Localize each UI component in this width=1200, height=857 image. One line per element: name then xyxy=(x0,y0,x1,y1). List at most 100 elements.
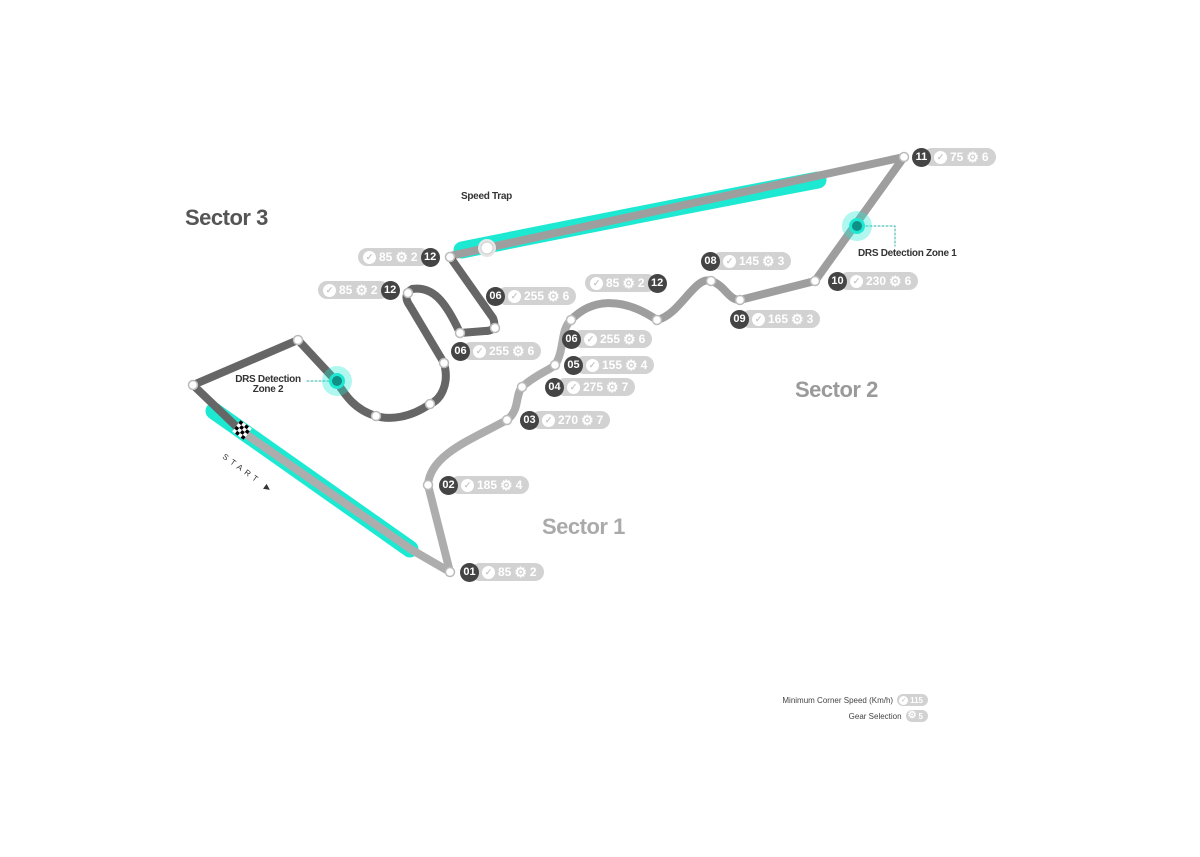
corner-node xyxy=(705,275,717,287)
legend-speed-example: 115 xyxy=(910,695,923,705)
corner-info-pill: ✓255⚙6 xyxy=(573,330,653,348)
corner-gear: 6 xyxy=(638,332,646,346)
corner-info-pill: ✓85⚙2 xyxy=(318,281,389,299)
corner-node xyxy=(489,322,501,334)
gear-icon: ⚙ xyxy=(625,357,638,373)
sector-3-label: Sector 3 xyxy=(185,205,268,230)
corner-node xyxy=(734,294,746,306)
gear-icon: ⚙ xyxy=(907,710,917,721)
corner-number: 11 xyxy=(912,147,931,167)
gear-icon: ⚙ xyxy=(395,249,408,265)
check-circle-icon: ✓ xyxy=(586,358,599,372)
gear-icon: ⚙ xyxy=(512,343,525,359)
corner-gear: 4 xyxy=(515,478,523,492)
corner-info-pill: ✓85⚙2 xyxy=(471,563,544,581)
legend-speed: Minimum Corner Speed (Km/h) ✓115 xyxy=(782,694,928,706)
corner-speed: 275 xyxy=(583,380,604,394)
corner-node xyxy=(565,314,577,326)
check-circle-icon: ✓ xyxy=(461,478,474,492)
corner-label: 02✓185⚙4 xyxy=(439,475,530,495)
corner-label: 01✓85⚙2 xyxy=(460,562,544,582)
corner-gear: 6 xyxy=(981,150,989,164)
corner-number: 09 xyxy=(730,309,749,329)
corner-info-pill: ✓165⚙3 xyxy=(741,310,821,328)
corner-node xyxy=(402,287,414,299)
gear-icon: ⚙ xyxy=(762,253,775,269)
corner-gear: 6 xyxy=(527,344,535,358)
corner-label: 06✓255⚙6 xyxy=(486,286,577,306)
corner-label: 10✓230⚙6 xyxy=(828,271,919,291)
gear-icon: ⚙ xyxy=(500,477,513,493)
gear-icon: ⚙ xyxy=(623,331,636,347)
check-circle-icon: ✓ xyxy=(752,312,765,326)
gear-icon: ⚙ xyxy=(889,273,902,289)
corner-speed: 165 xyxy=(768,312,789,326)
speed-trap-marker xyxy=(478,239,496,257)
corner-speed: 155 xyxy=(602,358,623,372)
corner-gear: 7 xyxy=(621,380,629,394)
corner-info-pill: ✓255⚙6 xyxy=(462,342,542,360)
corner-speed: 255 xyxy=(524,289,545,303)
legend-gear: Gear Selection ⚙5 xyxy=(849,710,928,722)
corner-number: 04 xyxy=(545,377,564,397)
corner-number: 06 xyxy=(486,286,505,306)
corner-info-pill: ✓185⚙4 xyxy=(450,476,530,494)
gear-icon: ⚙ xyxy=(581,412,594,428)
corner-number: 06 xyxy=(562,329,581,349)
check-circle-icon: ✓ xyxy=(323,283,336,297)
corner-gear: 2 xyxy=(637,276,645,290)
corner-node xyxy=(516,381,528,393)
sector-2-track xyxy=(446,153,908,324)
corner-label: 04✓275⚙7 xyxy=(545,377,636,397)
corner-speed: 75 xyxy=(950,150,964,164)
gear-icon: ⚙ xyxy=(966,149,979,165)
corner-node xyxy=(454,327,466,339)
drs1-leader xyxy=(861,225,896,247)
corner-info-pill: ✓85⚙2 xyxy=(585,274,656,292)
corner-gear: 7 xyxy=(596,413,604,427)
corner-node xyxy=(438,357,450,369)
check-circle-icon: ✓ xyxy=(723,254,736,268)
corner-node xyxy=(809,275,821,287)
check-circle-icon: ✓ xyxy=(508,289,521,303)
corner-node xyxy=(444,566,456,578)
corner-info-pill: ✓255⚙6 xyxy=(497,287,577,305)
corner-speed: 145 xyxy=(739,254,760,268)
check-circle-icon: ✓ xyxy=(482,565,495,579)
corner-speed: 85 xyxy=(379,250,393,264)
corner-number: 05 xyxy=(564,355,583,375)
corner-number: 12 xyxy=(380,280,400,300)
corner-node xyxy=(501,414,513,426)
corner-gear: 3 xyxy=(806,312,814,326)
corner-gear: 3 xyxy=(777,254,785,268)
corner-node xyxy=(370,410,382,422)
corner-number: 10 xyxy=(828,271,847,291)
check-circle-icon: ✓ xyxy=(542,413,555,427)
corner-number: 12 xyxy=(420,247,440,267)
corner-node xyxy=(424,398,436,410)
sector-1-label: Sector 1 xyxy=(542,514,625,539)
corner-label: 05✓155⚙4 xyxy=(564,355,655,375)
corner-gear: 2 xyxy=(410,250,418,264)
corner-speed: 230 xyxy=(866,274,887,288)
sector-2-label: Sector 2 xyxy=(795,377,878,402)
corner-node xyxy=(651,314,663,326)
corner-info-pill: ✓155⚙4 xyxy=(575,356,655,374)
legend-gear-example: 5 xyxy=(918,711,923,721)
corner-gear: 6 xyxy=(562,289,570,303)
corner-label: 06✓255⚙6 xyxy=(562,329,653,349)
corner-info-pill: ✓75⚙6 xyxy=(923,148,996,166)
sector-3-track xyxy=(189,253,499,434)
drs-zone-2-line2: Zone 2 xyxy=(252,384,284,395)
check-circle-icon: ✓ xyxy=(934,150,947,164)
corner-number: 03 xyxy=(520,410,539,430)
corner-speed: 185 xyxy=(477,478,498,492)
corner-speed: 270 xyxy=(558,413,579,427)
gear-icon: ⚙ xyxy=(622,275,635,291)
corner-speed: 85 xyxy=(606,276,620,290)
corner-number: 02 xyxy=(439,475,458,495)
corner-node xyxy=(444,251,456,263)
